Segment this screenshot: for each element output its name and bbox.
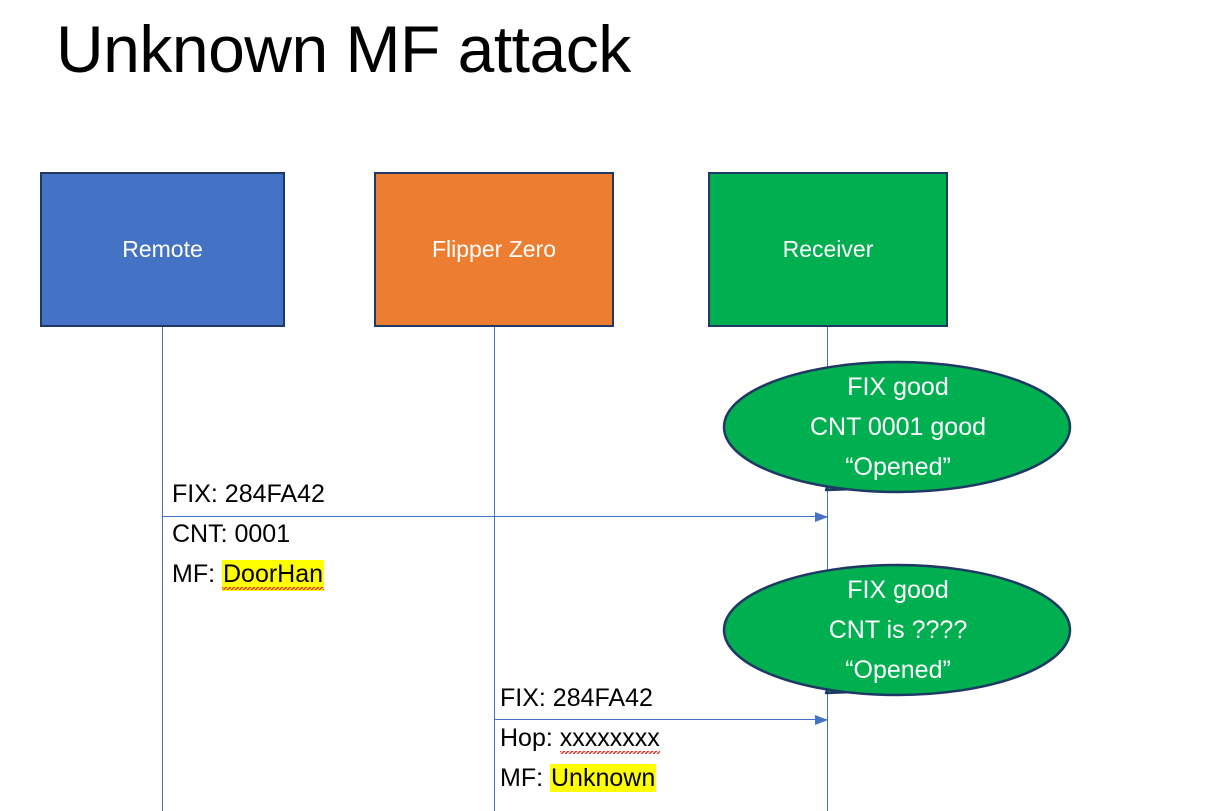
message-1-line-2-value: 0001 <box>234 520 291 548</box>
actor-label-flipper: Flipper Zero <box>432 236 556 262</box>
message-2-line-1-label: FIX: <box>500 684 553 712</box>
message-2-line-2: Hop: xxxxxxxx <box>500 718 660 758</box>
message-1-line-3-label: MF: <box>172 560 222 588</box>
message-2-line-1: FIX: 284FA42 <box>500 678 660 718</box>
message-1-line-1-value: 284FA42 <box>224 480 325 508</box>
message-arrow-2 <box>494 714 828 725</box>
message-1-line-1-label: FIX: <box>172 480 225 508</box>
lifeline-remote <box>162 326 163 811</box>
actor-box-receiver[interactable]: Receiver <box>708 172 948 327</box>
callout-2-ellipse <box>722 563 1072 697</box>
actor-label-remote: Remote <box>122 236 203 262</box>
message-arrow-1 <box>162 511 828 522</box>
message-2-line-2-value: xxxxxxxx <box>559 724 660 755</box>
message-1-line-3-value: DoorHan <box>222 560 325 591</box>
lifeline-flipper <box>494 326 495 811</box>
actor-box-flipper[interactable]: Flipper Zero <box>374 172 614 327</box>
page-title: Unknown MF attack <box>56 12 631 86</box>
actor-label-receiver: Receiver <box>782 236 874 262</box>
lifeline-receiver <box>827 326 828 811</box>
message-1-line-3: MF: DoorHan <box>172 554 325 594</box>
actor-box-remote[interactable]: Remote <box>40 172 285 327</box>
message-2-line-2-label: Hop: <box>500 724 560 752</box>
message-2-line-3-value: Unknown <box>550 764 657 792</box>
message-text-2: FIX: 284FA42 Hop: xxxxxxxx MF: Unknown <box>500 678 660 798</box>
message-1-line-2-label: CNT: <box>172 520 235 548</box>
message-1-line-1: FIX: 284FA42 <box>172 474 325 514</box>
callout-bubble-1: FIX good CNT 0001 good “Opened” <box>722 360 1074 520</box>
callout-bubble-2: FIX good CNT is ???? “Opened” <box>722 563 1074 723</box>
message-2-line-1-value: 284FA42 <box>552 684 653 712</box>
message-text-1: FIX: 284FA42 CNT: 0001 MF: DoorHan <box>172 474 325 594</box>
callout-1-ellipse <box>722 360 1072 494</box>
message-2-line-3: MF: Unknown <box>500 758 660 798</box>
message-1-line-2: CNT: 0001 <box>172 514 325 554</box>
message-2-line-3-label: MF: <box>500 764 550 792</box>
